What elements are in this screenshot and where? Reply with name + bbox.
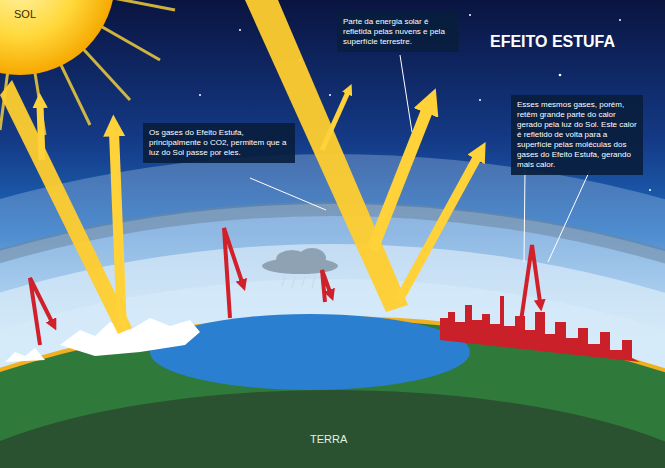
land	[0, 390, 665, 468]
atmosphere	[0, 154, 665, 468]
reflected-arrows	[40, 92, 478, 330]
city-silhouette	[440, 296, 640, 362]
snow	[5, 348, 45, 362]
sun-beam	[0, 80, 132, 334]
callout-box: Os gases do Efeito Estufa, principalment…	[143, 123, 295, 163]
place-label: TERRA	[310, 433, 347, 445]
place-label: SOL	[14, 8, 36, 20]
heat-arrows	[30, 228, 540, 345]
callout-box: Esses mesmos gases, porém, retêm grande …	[511, 95, 643, 175]
title: EFEITO ESTUFA	[490, 33, 615, 51]
ocean	[150, 314, 470, 390]
snow	[60, 318, 200, 356]
callout-text: Parte da energia solar é refletida pelas…	[343, 17, 453, 47]
callout-text: Os gases do Efeito Estufa, principalment…	[149, 128, 289, 158]
cloud	[262, 248, 338, 274]
callout-box: Parte da energia solar é refletida pelas…	[337, 12, 459, 52]
rain	[282, 276, 315, 288]
callout-text: Esses mesmos gases, porém, retêm grande …	[517, 100, 637, 170]
